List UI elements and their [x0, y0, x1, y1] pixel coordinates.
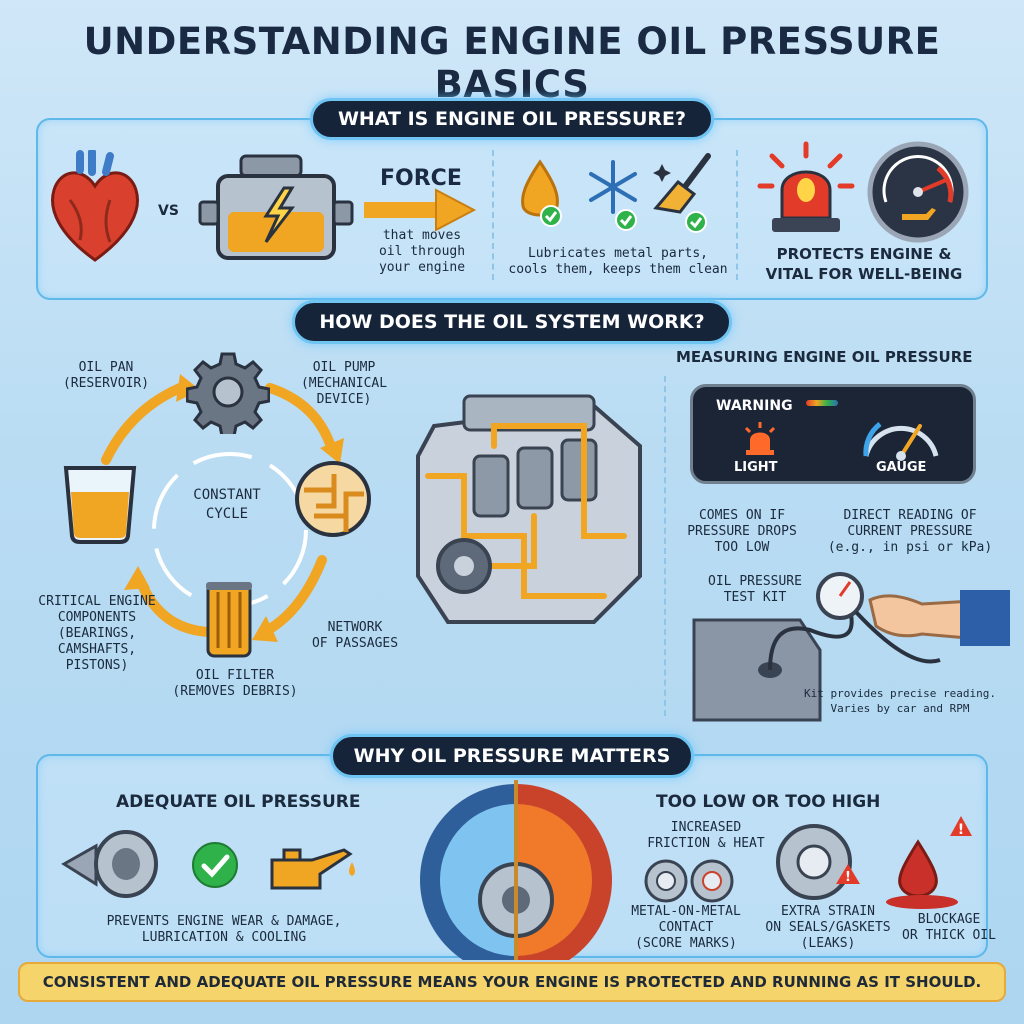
- engine-illustration: [404, 386, 654, 636]
- blockage-label: BLOCKAGE OR THICK OIL: [902, 912, 996, 943]
- network-passages-label: NETWORK OF PASSAGES: [311, 620, 399, 651]
- benefits-description: Lubricates metal parts, cools them, keep…: [508, 246, 728, 277]
- warning-label: WARNING: [716, 398, 793, 414]
- adequate-label: ADEQUATE OIL PRESSURE: [116, 792, 361, 812]
- vs-label: VS: [158, 203, 179, 219]
- adequate-description: PREVENTS ENGINE WEAR & DAMAGE, LUBRICATI…: [106, 914, 342, 945]
- bearing-icon: [56, 824, 166, 904]
- passages-network-icon: [294, 460, 372, 538]
- constant-cycle-label: CONSTANT CYCLE: [193, 487, 261, 522]
- light-description: COMES ON IF PRESSURE DROPS TOO LOW: [687, 508, 797, 555]
- critical-components-label: CRITICAL ENGINE COMPONENTS (BEARINGS, CA…: [38, 594, 156, 673]
- force-label: FORCE: [380, 166, 462, 191]
- oil-drop-icon: [515, 158, 565, 228]
- metal-contact-label: METAL-ON-METAL CONTACT (SCORE MARKS): [631, 904, 741, 951]
- divider: [492, 150, 494, 280]
- bad-pressure-label: TOO LOW OR TOO HIGH: [656, 792, 881, 812]
- rainbow-strip: [806, 400, 838, 406]
- heart-icon: [40, 150, 150, 270]
- warning-light-icon: [738, 420, 782, 456]
- checkmark-icon: [190, 840, 240, 890]
- force-arrow-icon: [360, 188, 478, 232]
- kit-description: Kit provides precise reading. Varies by …: [803, 687, 997, 715]
- oil-can-icon: [262, 844, 362, 894]
- comparison-gauge-icon: [416, 780, 616, 960]
- section-matters-heading: WHY OIL PRESSURE MATTERS: [330, 734, 694, 778]
- oil-pan-beaker-icon: [58, 462, 142, 546]
- section-how-heading: HOW DOES THE OIL SYSTEM WORK?: [292, 300, 732, 344]
- strain-label: EXTRA STRAIN ON SEALS/GASKETS (LEAKS): [765, 904, 891, 951]
- oil-pump-gear-icon: [186, 350, 270, 434]
- gauge-label: GAUGE: [876, 460, 927, 475]
- test-kit-illustration: [690, 560, 1010, 730]
- oil-blockage-icon: !: [876, 812, 986, 912]
- snowflake-icon: [578, 156, 648, 234]
- oil-filter-label: OIL FILTER (REMOVES DEBRIS): [172, 668, 298, 699]
- protects-description: PROTECTS ENGINE & VITAL FOR WELL-BEING: [765, 245, 963, 283]
- light-label: LIGHT: [734, 460, 778, 475]
- divider: [664, 376, 666, 716]
- test-kit-label: OIL PRESSURE TEST KIT: [708, 574, 802, 605]
- divider: [736, 150, 738, 280]
- engine-block-icon: [196, 150, 356, 265]
- warning-siren-icon: [756, 140, 856, 236]
- cleaning-brush-icon: [650, 150, 720, 234]
- friction-label: INCREASED FRICTION & HEAT: [647, 820, 765, 851]
- summary-banner: CONSISTENT AND ADEQUATE OIL PRESSURE MEA…: [18, 962, 1006, 1002]
- oil-pump-label: OIL PUMP (MECHANICAL DEVICE): [300, 360, 388, 407]
- svg-text:!: !: [958, 822, 964, 838]
- oil-pan-label: OIL PAN (RESERVOIR): [62, 360, 150, 391]
- dashboard-gauge-icon: [858, 394, 944, 464]
- force-description: that moves oil through your engine: [378, 228, 466, 275]
- gauge-description: DIRECT READING OF CURRENT PRESSURE (e.g.…: [827, 508, 993, 555]
- worn-bearings-icon: [640, 858, 740, 904]
- measuring-heading: MEASURING ENGINE OIL PRESSURE: [676, 348, 973, 366]
- oil-pressure-gauge-icon: [866, 140, 970, 244]
- section-what-is-heading: WHAT IS ENGINE OIL PRESSURE?: [310, 98, 714, 140]
- roller-bearing-icon: !: [774, 822, 864, 912]
- svg-text:!: !: [845, 870, 851, 885]
- page-title: UNDERSTANDING ENGINE OIL PRESSURE BASICS: [83, 20, 941, 106]
- oil-filter-icon: [204, 580, 254, 660]
